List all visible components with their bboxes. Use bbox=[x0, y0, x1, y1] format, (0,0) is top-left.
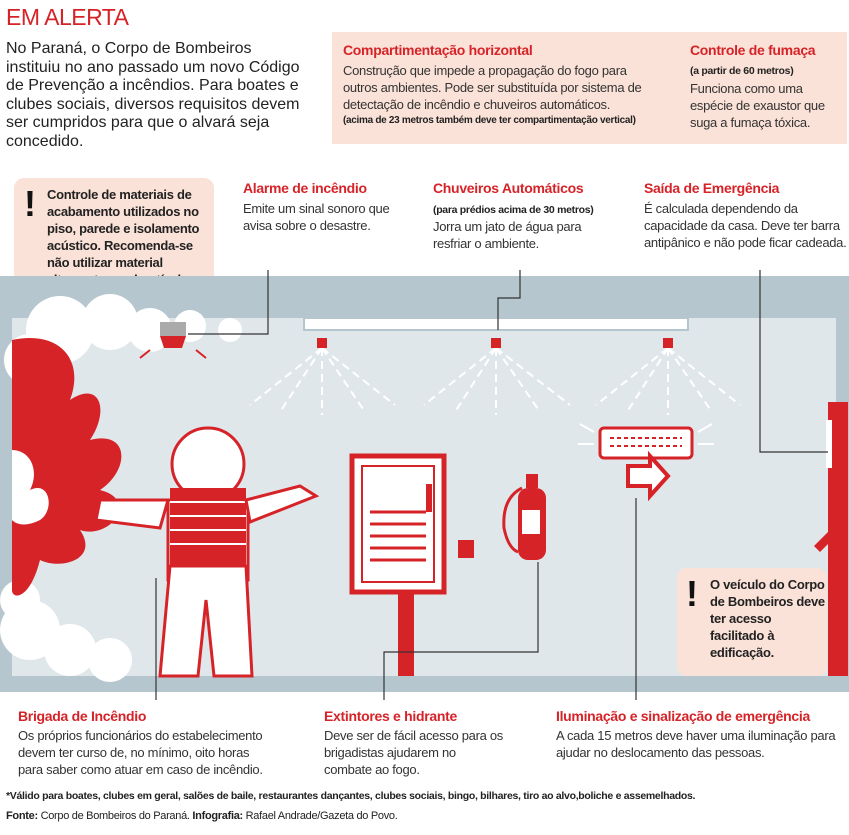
brigada-title: Brigada de Incêndio bbox=[18, 708, 147, 724]
compartimentacao-title: Compartimentação horizontal bbox=[343, 42, 533, 58]
alarme-text: Emite um sinal sonoro que avisa sobre o … bbox=[243, 201, 390, 233]
extintores-title: Extintores e hidrante bbox=[324, 708, 457, 724]
fumaca-text: Funciona como uma espécie de exaustor qu… bbox=[690, 81, 825, 130]
leader-lines bbox=[155, 270, 828, 700]
credits-line: Fonte: Corpo de Bombeiros do Paraná. Inf… bbox=[6, 810, 398, 822]
materiais-text: Controle de materiais de acabamento util… bbox=[47, 187, 200, 287]
iluminacao-title: Iluminação e sinalização de emergência bbox=[556, 708, 810, 724]
fire-extinguisher bbox=[502, 474, 546, 560]
saida-title: Saída de Emergência bbox=[644, 180, 780, 196]
veiculo-box bbox=[677, 568, 827, 676]
chuveiros-text: Jorra um jato de água para resfriar o am… bbox=[433, 219, 582, 251]
kicker: EM ALERTA bbox=[6, 4, 129, 30]
brigada-text: Os próprios funcionários do estabelecime… bbox=[18, 728, 263, 777]
extintores-text: Deve ser de fácil acesso para os brigadi… bbox=[324, 728, 503, 777]
floor-slab bbox=[0, 676, 849, 692]
emergency-light bbox=[578, 423, 714, 460]
footnote: *Válido para boates, clubes em geral, sa… bbox=[6, 790, 696, 802]
intro-text: No Paraná, o Corpo de Bombeiros institui… bbox=[6, 40, 300, 150]
sprinkler-heads bbox=[317, 338, 673, 348]
compartimentacao-note: (acima de 23 metros também deve ter comp… bbox=[343, 115, 636, 126]
fumaca-title: Controle de fumaça bbox=[690, 42, 816, 58]
chuveiros-note: (para prédios acima de 30 metros) bbox=[433, 204, 594, 216]
compartimentacao-text: Construção que impede a propagação do fo… bbox=[343, 63, 642, 112]
alarm-device bbox=[139, 322, 207, 359]
ceiling-duct bbox=[303, 317, 689, 331]
brigade-person bbox=[94, 426, 320, 678]
fire-shape bbox=[12, 338, 122, 596]
infografia-label: Infografia: bbox=[192, 810, 243, 822]
fumaca-note: (a partir de 60 metros) bbox=[690, 65, 794, 77]
veiculo-text: O veículo do Corpo de Bombeiros deve ter… bbox=[710, 577, 825, 660]
fonte-label: Fonte: bbox=[6, 810, 38, 822]
fire-highlight bbox=[12, 450, 49, 525]
saida-text: É calculada dependendo da capacidade da … bbox=[644, 201, 847, 250]
alarme-title: Alarme de incêndio bbox=[243, 180, 367, 196]
exit-door bbox=[828, 402, 848, 676]
info-box-top bbox=[332, 32, 847, 144]
sprinkler-sprays bbox=[249, 347, 741, 415]
iluminacao-text: A cada 15 metros deve haver uma iluminaç… bbox=[556, 728, 836, 760]
chuveiros-title: Chuveiros Automáticos bbox=[433, 180, 584, 196]
panic-bar bbox=[826, 420, 832, 468]
warning-mark: ! bbox=[24, 183, 36, 224]
door-handle bbox=[814, 532, 834, 552]
hydrant-cabinet bbox=[349, 453, 474, 676]
infografia-credit: Rafael Andrade/Gazeta do Povo. bbox=[245, 810, 398, 822]
exit-arrow-sign bbox=[626, 450, 671, 502]
fonte-source: Corpo de Bombeiros do Paraná. bbox=[40, 810, 190, 822]
warning-mark-veiculo: ! bbox=[686, 573, 698, 614]
